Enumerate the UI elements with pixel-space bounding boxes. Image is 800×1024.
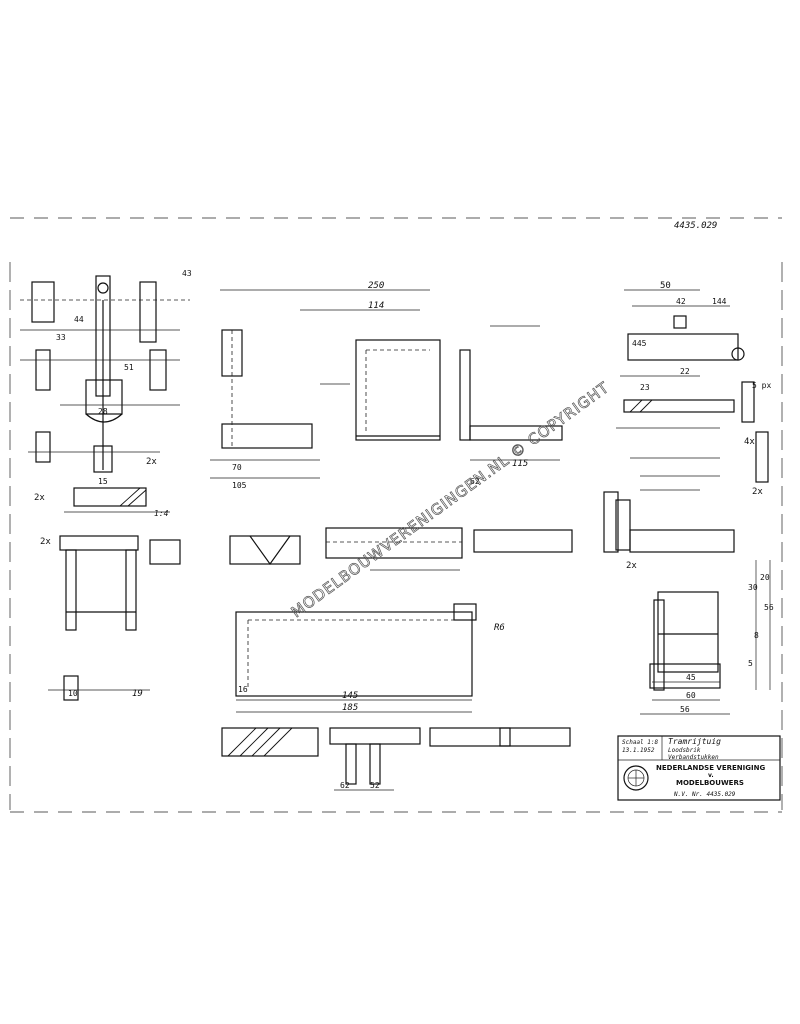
- detail-upper-right: 50 144 42 445 22 23 5 px 4x 2x: [603, 281, 771, 553]
- dim-lower-m: 20: [760, 573, 770, 582]
- dim-lower-j: 5: [748, 659, 753, 668]
- title-subject-3: Verbandstukken: [668, 754, 719, 761]
- dim-center-d: 70: [232, 463, 242, 472]
- detail-middle-band: 2x 115 62: [40, 459, 735, 631]
- dim-top-left-a: 43: [182, 269, 192, 278]
- title-subject-1: Tramrijtuig: [668, 737, 721, 746]
- dim-lower-b: 185: [342, 703, 358, 713]
- society-seal-icon: [623, 765, 649, 791]
- dim-lower-l: 2x: [626, 561, 637, 571]
- detail-upper-center: 250 114 105 70: [210, 281, 563, 490]
- dim-lower-k: 56: [764, 603, 774, 612]
- dim-right-f: 23: [640, 383, 650, 392]
- dim-right-a: 50: [660, 281, 671, 291]
- dim-right-g: 5 px: [752, 381, 771, 390]
- copyright-watermark: MODELBOUWVERENIGINGEN.NL © COPYRIGHT: [288, 378, 613, 621]
- detail-lower-center: R6 145 185 16 62 52: [221, 603, 571, 791]
- sheet-border: [9, 217, 783, 813]
- dim-right-b: 144: [712, 297, 727, 306]
- dim-mid-a: 115: [512, 459, 528, 469]
- dim-lower-h: 60: [686, 691, 696, 700]
- detail-lower-left: 19 10: [48, 675, 150, 701]
- title-scale-date: 13.1.1952: [622, 747, 655, 754]
- dim-center-b: 114: [368, 301, 384, 311]
- dim-top-left-b: 33: [56, 333, 66, 342]
- dim-lower-a: 145: [342, 691, 358, 701]
- dim-top-left-f: 15: [98, 477, 108, 486]
- dim-center-a: 250: [368, 281, 384, 291]
- dim-top-left-g: 2x: [146, 457, 157, 467]
- dim-lower-e: 10: [68, 689, 78, 698]
- dim-bottom-b: 52: [370, 781, 380, 790]
- title-scale: Schaal 1:8: [622, 739, 659, 746]
- title-org-3: MODELBOUWERS: [676, 779, 744, 787]
- dim-right-d: 445: [632, 339, 647, 348]
- title-ref: N.V. Nr. 4435.029: [673, 791, 736, 798]
- dim-right-i: 2x: [752, 487, 763, 497]
- dim-lower-n: 30: [748, 583, 758, 592]
- dim-top-left-e: 28: [98, 407, 108, 416]
- title-block: Schaal 1:8 13.1.1952 Tramrijtuig Loodsbr…: [617, 735, 781, 801]
- dim-top-left-i: 1:4: [154, 509, 169, 518]
- title-org-1: NEDERLANDSE VERENIGING: [656, 764, 765, 772]
- dim-lower-i: 56: [680, 705, 690, 714]
- dim-mid-d: R6: [494, 623, 505, 633]
- detail-top-left: 43 33 44 51 28 15 2x 2x 1:4: [20, 269, 192, 518]
- title-subject-2: Loodsbrik: [668, 747, 701, 754]
- drawing-number: 4435.029: [674, 221, 717, 231]
- dim-mid-c: 62: [470, 477, 480, 486]
- dim-top-left-d: 51: [124, 363, 134, 372]
- detail-lower-right: 45 60 56 5 56 8 2x 20 30: [626, 560, 774, 715]
- dim-lower-f: 8: [754, 631, 759, 640]
- dim-bottom-a: 62: [340, 781, 350, 790]
- dim-lower-d: 19: [132, 689, 143, 699]
- dim-center-c: 105: [232, 481, 247, 490]
- dim-right-e: 22: [680, 367, 690, 376]
- dim-top-left-h: 2x: [34, 493, 45, 503]
- title-org-2: v.: [708, 772, 714, 779]
- dim-top-left-c: 44: [74, 315, 84, 324]
- dim-right-c: 42: [676, 297, 686, 306]
- dim-lower-g: 45: [686, 673, 696, 682]
- dim-mid-b: 2x: [40, 537, 51, 547]
- dim-lower-c: 16: [238, 685, 248, 694]
- dim-right-h: 4x: [744, 437, 755, 447]
